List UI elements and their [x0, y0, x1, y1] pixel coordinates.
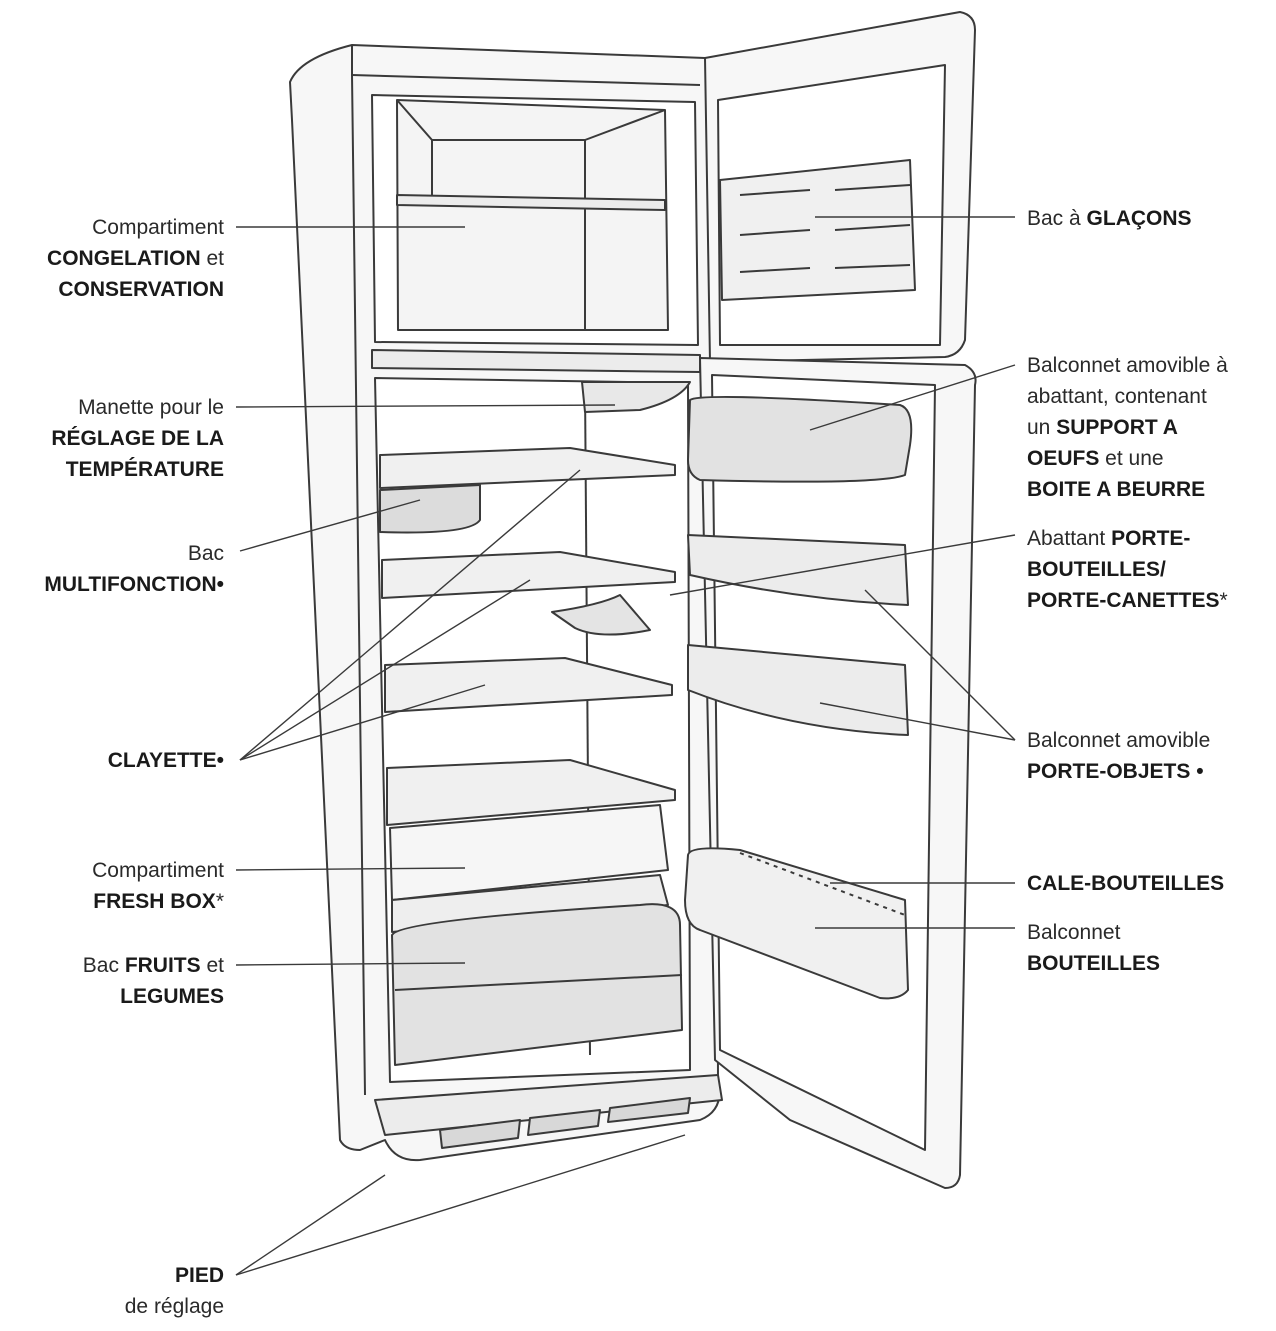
shelf-4 — [386, 759, 676, 826]
label-manette: Manette pour le RÉGLAGE DE LA TEMPÉRATUR… — [51, 396, 224, 481]
label-cale-bouteilles: CALE-BOUTEILLES — [1027, 872, 1225, 895]
label-congelation: Compartiment CONGELATION et CONSERVATION — [47, 216, 224, 301]
label-glacons: Bac à GLAÇONS — [1027, 207, 1192, 230]
freezer-shelf — [396, 194, 666, 211]
label-clayette: CLAYETTE• — [107, 749, 224, 772]
label-multifonction: Bac MULTIFONCTION• — [44, 542, 224, 596]
ice-tray — [719, 159, 916, 301]
shelf-3 — [384, 657, 673, 713]
crisper-drawer — [391, 903, 683, 1066]
door-balcony-objects — [687, 644, 909, 736]
label-balconnet-bouteilles: Balconnet BOUTEILLES — [1027, 921, 1161, 975]
shelf-2 — [381, 551, 676, 599]
label-fruits-legumes: Bac FRUITS et LEGUMES — [82, 954, 224, 1008]
base-grille — [439, 1097, 691, 1149]
label-porte-bouteilles: Abattant PORTE- BOUTEILLES/ PORTE-CANETT… — [1027, 527, 1228, 612]
label-porte-objets: Balconnet amovible PORTE-OBJETS • — [1027, 729, 1211, 783]
shelf-1 — [379, 447, 676, 489]
fresh-box — [389, 804, 669, 901]
door-balcony-bottles-flap — [687, 534, 909, 606]
label-pied: PIED de réglage — [124, 1264, 224, 1318]
door-balcony-eggs — [687, 395, 913, 483]
label-freshbox: Compartiment FRESH BOX* — [92, 859, 224, 913]
door-balcony-bottles — [684, 847, 909, 1000]
label-balconnet-abattant: Balconnet amovible à abattant, contenant… — [1027, 354, 1228, 501]
multifunction-bin — [379, 484, 481, 534]
